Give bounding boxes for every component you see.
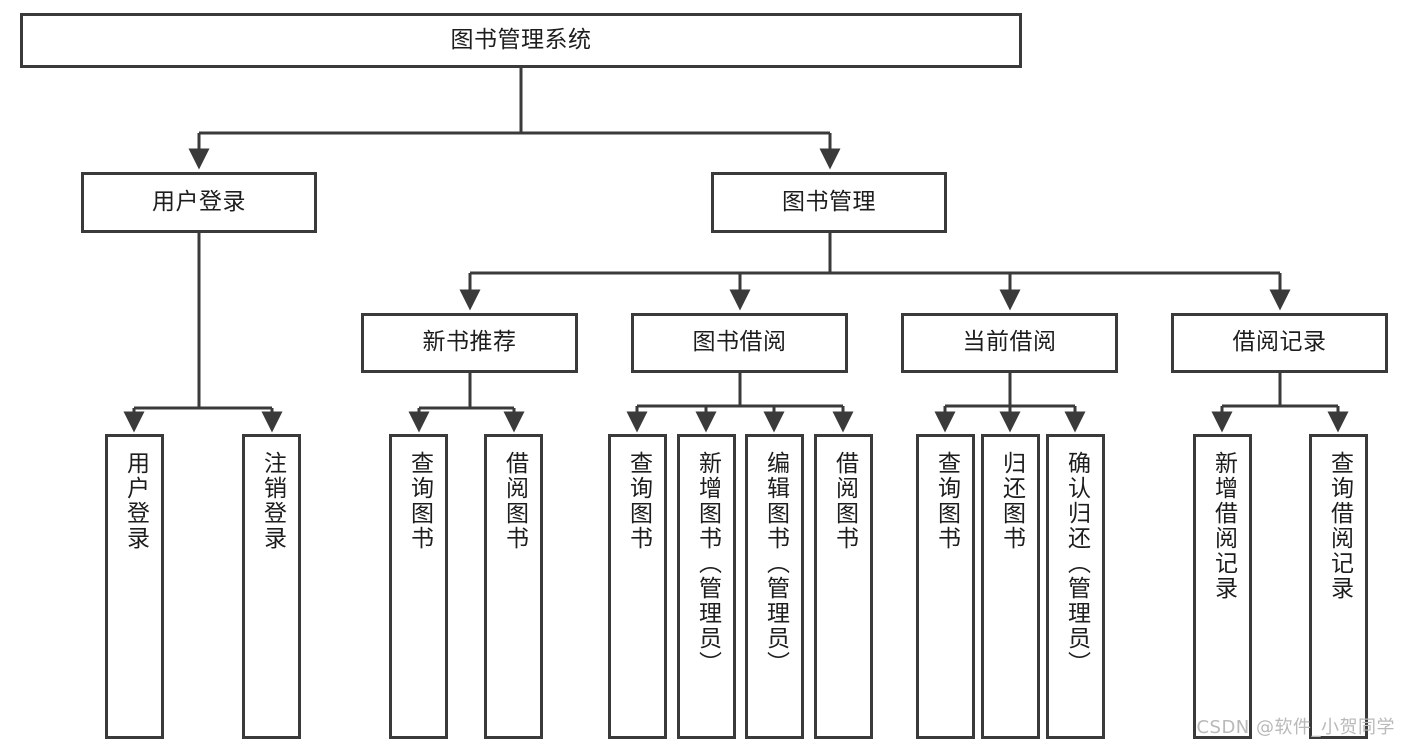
node-label: 编辑图书（管理员） [762,451,789,676]
node-label: 归还图书 [998,451,1025,551]
node-label: 图书管理系统 [450,26,592,53]
node-label: 确认归还（管理员） [1063,451,1090,676]
node-label: 注销登录 [259,451,286,551]
leaf-current-borrow-query[interactable]: 查询图书 [916,434,975,739]
leaf-book-borrow-borrow[interactable]: 借阅图书 [814,434,873,739]
leaf-borrow-record-add[interactable]: 新增借阅记录 [1193,434,1252,739]
node-label: 用户登录 [152,188,246,215]
leaf-new-book-query[interactable]: 查询图书 [389,434,448,739]
csdn-watermark: CSDN @软件_小贺同学 [1196,717,1395,738]
leaf-user-login-login[interactable]: 用户登录 [105,434,164,739]
node-label: 查询图书 [933,451,960,551]
leaf-user-login-logout[interactable]: 注销登录 [242,434,301,739]
node-label: 新增图书（管理员） [694,451,721,676]
leaf-book-borrow-query[interactable]: 查询图书 [608,434,667,739]
node-label: 借阅图书 [831,451,858,551]
node-label: 图书借阅 [692,329,787,356]
node-new-book-recommend[interactable]: 新书推荐 [361,313,578,373]
leaf-book-borrow-edit[interactable]: 编辑图书（管理员） [745,434,804,739]
node-label: 查询图书 [406,451,433,551]
node-user-login[interactable]: 用户登录 [81,172,317,233]
node-book-borrow[interactable]: 图书借阅 [631,313,848,373]
leaf-borrow-record-query[interactable]: 查询借阅记录 [1309,434,1368,739]
node-book-management[interactable]: 图书管理 [711,172,947,233]
node-label: 查询借阅记录 [1326,451,1353,601]
node-label: 新书推荐 [422,329,517,356]
node-label: 新增借阅记录 [1210,451,1237,601]
leaf-current-borrow-confirm-return[interactable]: 确认归还（管理员） [1046,434,1105,739]
node-label: 当前借阅 [962,329,1057,356]
node-label: 用户登录 [122,451,149,551]
node-label: 查询图书 [625,451,652,551]
node-current-borrow[interactable]: 当前借阅 [901,313,1118,373]
leaf-new-book-borrow[interactable]: 借阅图书 [484,434,543,739]
leaf-book-borrow-add[interactable]: 新增图书（管理员） [677,434,736,739]
node-label: 借阅记录 [1232,329,1327,356]
node-borrow-record[interactable]: 借阅记录 [1171,313,1388,373]
leaf-current-borrow-return[interactable]: 归还图书 [981,434,1040,739]
node-label: 图书管理 [782,188,876,215]
node-label: 借阅图书 [501,451,528,551]
node-root-system[interactable]: 图书管理系统 [20,13,1022,68]
